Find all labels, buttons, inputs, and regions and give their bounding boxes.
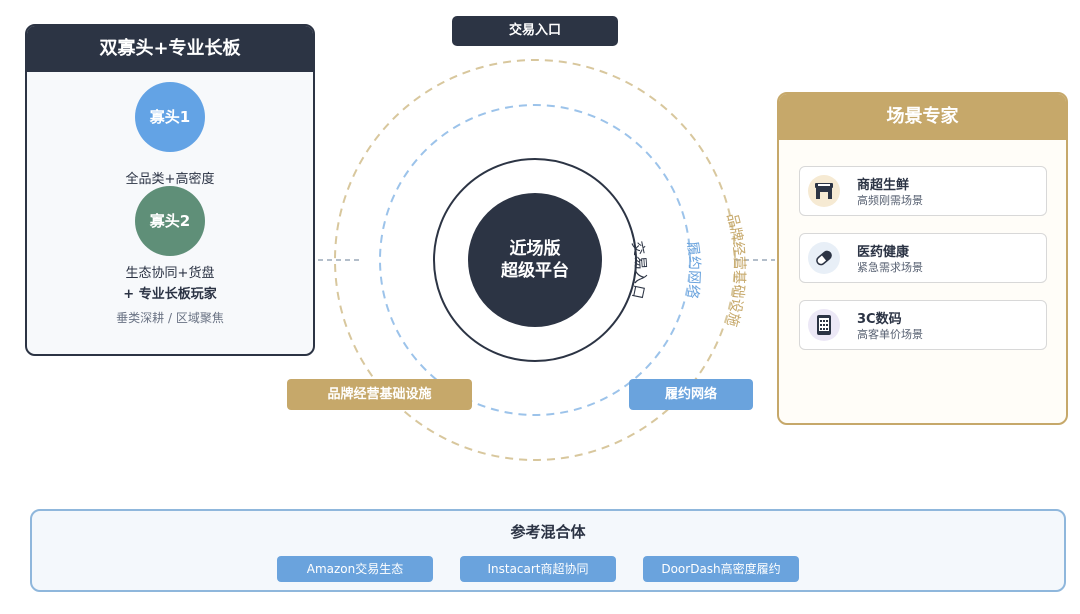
ring-middle-label: 履约网络 [684,241,702,300]
scene-subtitle-health: 紧急需求场景 [857,261,923,274]
brand-infrastructure-label: 品牌经营基础设施 [287,379,472,410]
reference-hybrid-title: 参考混合体 [510,523,586,541]
inner-ring [433,158,637,362]
scene-card-health: 医药健康 紧急需求场景 [799,233,1047,283]
top-transaction-label: 交易入口 [452,16,618,46]
reference-hybrid-panel: 参考混合体 Amazon交易生态 Instacart商超协同 DoorDash高… [30,509,1066,592]
scene-title-digital: 3C数码 [857,312,902,327]
middle-ring [379,104,691,416]
oligarch-panel-title: 双寡头+专业长板 [27,26,313,72]
store-icon [808,175,840,207]
ring-outer-label: 品牌经营基础设施 [723,212,748,328]
scene-subtitle-digital: 高客单价场景 [857,328,923,341]
core-circle [468,193,602,327]
ref-instacart: Instacart商超协同 [460,556,616,582]
ref-amazon: Amazon交易生态 [277,556,433,582]
oligarch2-circle: 寡头2 [135,186,205,256]
outer-ring [334,59,736,461]
ring-inner-label: 交易入口 [628,240,648,300]
oligarch1-circle: 寡头1 [135,82,205,152]
oligarch1-desc: 全品类+高密度 [125,172,215,187]
ref-doordash: DoorDash高密度履约 [643,556,799,582]
scene-expert-panel: 场景专家 商超生鲜 高频刚需场景 医药健康 紧急需求场景 [777,92,1068,425]
fulfillment-network-label: 履约网络 [629,379,753,410]
phone-icon [808,309,840,341]
oligarch2-desc: 生态协同+货盘 [125,266,215,281]
scene-title-health: 医药健康 [857,245,910,260]
specialist-desc: 垂类深耕 / 区域聚焦 [116,311,224,325]
core-line2: 超级平台 [501,260,569,281]
oligarch-panel: 双寡头+专业长板 寡头1 全品类+高密度 寡头2 生态协同+货盘 + 专业长板玩… [25,24,315,356]
scene-title-grocery: 商超生鲜 [857,178,910,193]
specialist-label: + 专业长板玩家 [123,287,217,302]
core-line1: 近场版 [510,238,561,259]
scene-card-grocery: 商超生鲜 高频刚需场景 [799,166,1047,216]
scene-subtitle-grocery: 高频刚需场景 [857,194,923,207]
scene-card-digital: 3C数码 高客单价场景 [799,300,1047,350]
scene-expert-title: 场景专家 [779,94,1066,140]
pill-icon [808,242,840,274]
